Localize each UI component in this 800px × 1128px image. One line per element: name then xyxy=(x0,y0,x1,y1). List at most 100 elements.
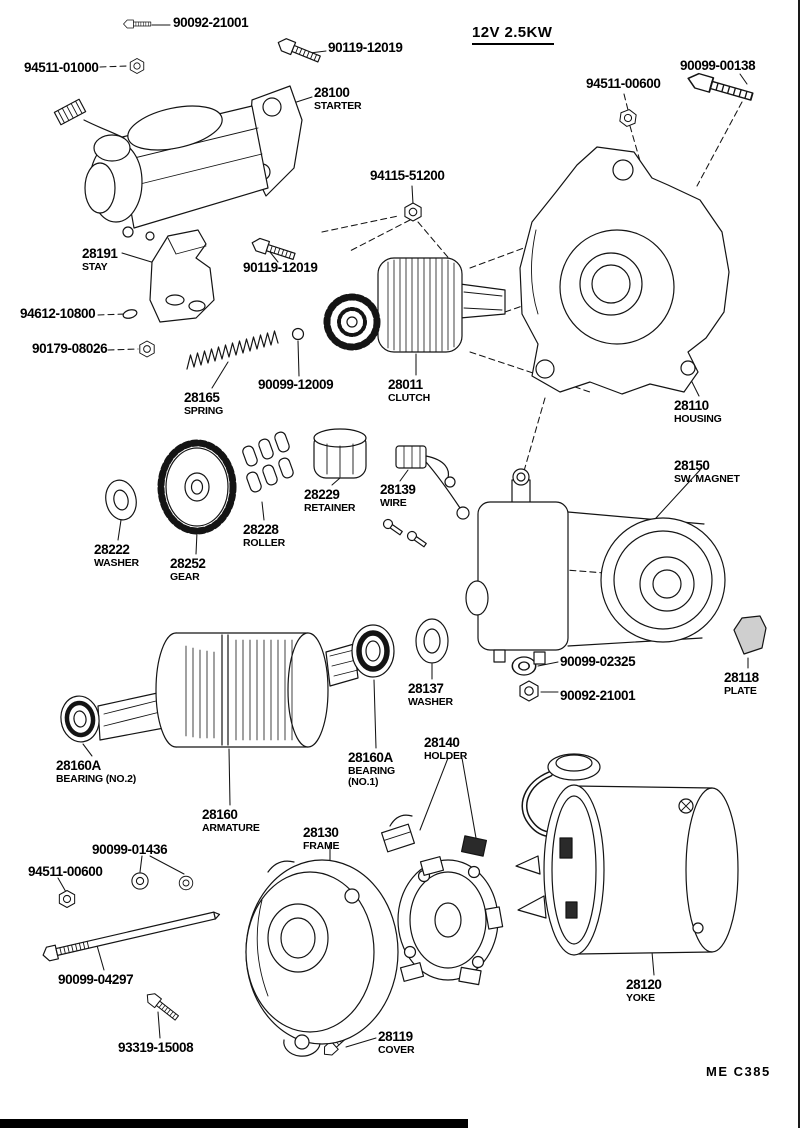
part-number: 90092-21001 xyxy=(173,15,249,30)
part-number: 28252 xyxy=(170,556,206,571)
part-number: 94612-10800 xyxy=(20,306,96,321)
part-name: WASHER xyxy=(408,695,453,708)
part-label-90099-01436: 90099-01436 xyxy=(92,842,168,858)
brush-screws xyxy=(382,518,427,548)
ball-90099-12009 xyxy=(291,327,305,341)
part-label-93319-15008: 93319-15008 xyxy=(118,1040,194,1056)
part-number: 28160A xyxy=(56,758,101,773)
part-label-90099-00138: 90099-00138 xyxy=(680,58,756,74)
part-label-90099-12009: 90099-12009 xyxy=(258,377,334,393)
stay-drawing xyxy=(149,229,215,323)
part-name: SPRING xyxy=(184,404,224,417)
bolt-90119-12019-mid xyxy=(249,235,297,264)
through-bolt-90099-04297 xyxy=(42,911,221,962)
frame-drawing xyxy=(245,859,399,1057)
part-number: 28118 xyxy=(724,670,759,685)
part-number: 28119 xyxy=(378,1029,413,1044)
part-number: 28140 xyxy=(424,735,460,750)
starter-drawing xyxy=(53,85,303,241)
part-name: ROLLER xyxy=(243,536,285,549)
part-name: FRAME xyxy=(303,839,340,852)
part-number: 90119-12019 xyxy=(328,40,403,55)
plate-drawing xyxy=(733,615,767,655)
part-number: 28191 xyxy=(82,246,118,261)
part-number: 28229 xyxy=(304,487,340,502)
part-number: 94115-51200 xyxy=(370,168,445,183)
housing-drawing xyxy=(519,146,730,395)
washer-28137-drawing xyxy=(415,618,449,664)
part-label-94511-00600-bottom: 94511-00600 xyxy=(28,864,103,880)
part-number: 28165 xyxy=(184,390,220,405)
part-number: 90099-01436 xyxy=(92,842,168,857)
part-number: 90099-00138 xyxy=(680,58,756,73)
part-number: 90099-12009 xyxy=(258,377,334,392)
part-number: 28110 xyxy=(674,398,709,413)
part-name: BEARING (NO.1) xyxy=(348,764,396,788)
part-number: 90099-04297 xyxy=(58,972,134,987)
part-label-94612-10800: 94612-10800 xyxy=(20,306,96,322)
part-name: STAY xyxy=(82,260,108,273)
washer-90099-02325 xyxy=(511,656,537,676)
part-name: WASHER xyxy=(94,556,139,569)
gear-drawing xyxy=(157,439,237,535)
part-name: STARTER xyxy=(314,99,362,112)
nut-90092-21001-mid xyxy=(519,680,539,702)
part-number: 90179-08026 xyxy=(32,341,108,356)
part-label-90119-12019-top: 90119-12019 xyxy=(328,40,403,56)
part-name: BEARING (NO.2) xyxy=(56,772,137,785)
part-number: 28150 xyxy=(674,458,710,473)
part-number: 28139 xyxy=(380,482,416,497)
part-number: 94511-00600 xyxy=(586,76,661,91)
wire-drawing xyxy=(395,445,470,520)
nut-94511-00600-bottom xyxy=(58,889,76,909)
part-number: 28100 xyxy=(314,85,350,100)
bolt-90099-00138 xyxy=(685,70,755,105)
part-label-90099-04297: 90099-04297 xyxy=(58,972,134,988)
part-name: PLATE xyxy=(724,684,757,697)
part-label-90092-21001-mid: 90092-21001 xyxy=(560,688,636,704)
part-label-94511-01000: 94511-01000 xyxy=(24,60,99,76)
part-number: 28130 xyxy=(303,825,339,840)
part-label-90092-21001: 90092-21001 xyxy=(173,15,249,31)
part-label-90099-02325: 90099-02325 xyxy=(560,654,636,670)
spring-drawing xyxy=(186,330,279,370)
nut-94115-51200 xyxy=(404,202,422,222)
part-name: CLUTCH xyxy=(388,391,430,404)
part-number: 28160 xyxy=(202,807,238,822)
yoke-drawing xyxy=(515,753,739,956)
part-number: 28120 xyxy=(626,977,662,992)
bearing-no2-drawing xyxy=(60,695,100,743)
part-number: 94511-00600 xyxy=(28,864,103,879)
part-label-90179-08026: 90179-08026 xyxy=(32,341,108,357)
part-number: 28011 xyxy=(388,377,423,392)
holder-drawing xyxy=(380,814,504,986)
part-name: COVER xyxy=(378,1043,415,1056)
nut-94511-00600-top xyxy=(618,108,638,128)
part-label-94115-51200: 94115-51200 xyxy=(370,168,445,184)
part-number: 90099-02325 xyxy=(560,654,636,669)
part-number: 28137 xyxy=(408,681,444,696)
scan-edge-bar xyxy=(0,1119,468,1128)
leader-lines xyxy=(57,24,749,1048)
nut-90179-08026 xyxy=(139,340,155,358)
part-name: ARMATURE xyxy=(202,821,260,834)
page-code-label: ME C385 xyxy=(706,1064,771,1079)
